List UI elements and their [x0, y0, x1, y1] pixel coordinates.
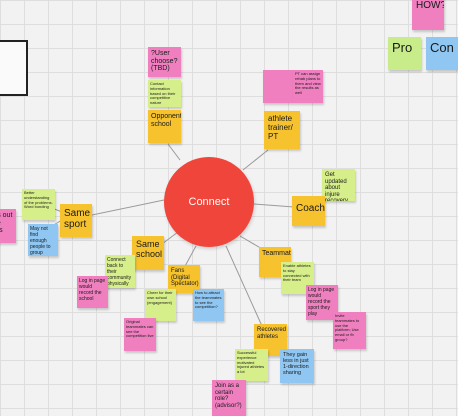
note-fans[interactable]: Fans (Digital Spectator) — [168, 265, 200, 293]
note-contact-info[interactable]: Contact information based on their compe… — [148, 80, 181, 107]
connector-opponent — [167, 143, 181, 161]
note-con[interactable]: Con — [426, 37, 458, 70]
connector-coach — [253, 203, 295, 208]
note-athlete-trainer[interactable]: athlete trainer/ PT — [264, 111, 300, 149]
note-they-gain[interactable]: They gain less in just 1-direction shari… — [280, 349, 314, 383]
note-same-sport[interactable]: Same sport — [60, 204, 92, 237]
connect-center-node[interactable]: Connect — [164, 157, 254, 247]
connector-same-school — [161, 231, 179, 245]
note-user-choose[interactable]: ?User choose? (TBD) — [148, 47, 181, 77]
connector-same-sport — [91, 199, 165, 216]
note-log-in-school[interactable]: Log in page would record the school — [77, 276, 108, 308]
note-how[interactable]: HOW? — [412, 0, 444, 30]
note-successful-experience[interactable]: Successful experience motivated injured … — [235, 349, 268, 381]
note-invite-teammates[interactable]: Invite teammates to use the platform; Us… — [333, 312, 366, 349]
note-coach[interactable]: Coach — [292, 196, 325, 226]
note-others-about[interactable]: ers out the orts — [0, 209, 16, 243]
connector-recovered — [225, 245, 263, 327]
note-pt-assign[interactable]: PT can assign rehab plans to them and vi… — [293, 70, 323, 103]
note-may-not-find[interactable]: May not find enough people to group — [28, 224, 58, 256]
note-opponent-school[interactable]: Opponent school — [148, 110, 181, 143]
note-get-updated[interactable]: Get updated about injure recovery — [322, 169, 355, 201]
note-connect-back[interactable]: Connect back to their community physical… — [105, 255, 135, 288]
note-same-school[interactable]: Same school — [132, 236, 164, 270]
note-how-to-attract[interactable]: How to attract the teammates to see the … — [193, 289, 224, 321]
partial-frame — [0, 40, 28, 96]
connector-fans — [183, 245, 197, 269]
note-join-as[interactable]: Join as a certain role? (advisor?) — [212, 380, 246, 416]
note-better-understanding[interactable]: Better understanding of the problems. Wo… — [22, 189, 55, 220]
connect-label: Connect — [188, 196, 230, 208]
note-original-teammates[interactable]: Original teammates can see the competiti… — [124, 318, 156, 351]
note-pro[interactable]: Pro — [388, 37, 421, 70]
note-cheer-for[interactable]: Cheer for their own school (engagement) — [145, 289, 176, 321]
connector-trainer — [242, 149, 269, 171]
note-log-in-sport[interactable]: Log in page would record the sport they … — [306, 285, 338, 320]
note-blank-pink[interactable] — [263, 70, 293, 103]
